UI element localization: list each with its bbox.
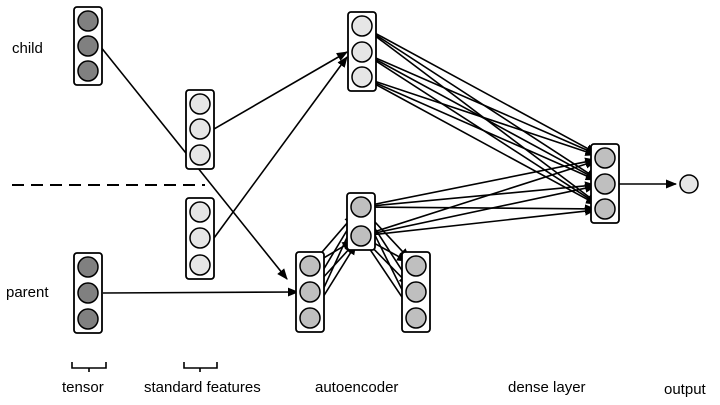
edge-child-to-dense — [370, 30, 598, 154]
tensor-child-node-3 — [77, 60, 99, 82]
standard-features-label: standard features — [144, 379, 261, 396]
edge-child-features-to-ae — [213, 51, 348, 130]
features-parent-node-1 — [189, 201, 211, 223]
ae-child-node-1 — [351, 15, 373, 37]
dense-layer-label: dense layer — [508, 379, 586, 396]
tensor-label: tensor — [62, 379, 104, 396]
output-node — [679, 174, 699, 194]
edge-bottleneck-to-dense — [370, 183, 597, 235]
ae-input-node-3 — [299, 307, 321, 329]
nodes — [77, 10, 699, 330]
features-parent-node-3 — [189, 254, 211, 276]
tensor-parent-node-1 — [77, 256, 99, 278]
ae-child-node-2 — [351, 41, 373, 63]
ae-output-node-3 — [405, 307, 427, 329]
edge-bottleneck-to-dense — [370, 181, 597, 207]
edge-parent-features-to-ae — [213, 56, 348, 239]
features-child-node-1 — [189, 93, 211, 115]
autoencoder-label: autoencoder — [315, 379, 399, 396]
tensor-parent-node-2 — [77, 282, 99, 304]
ae-bottleneck-node-1 — [350, 196, 372, 218]
features-child-node-2 — [189, 118, 211, 140]
ae-bottleneck-node-2 — [350, 225, 372, 247]
edge-bottleneck-to-dense — [370, 157, 597, 206]
edge-child-to-dense — [370, 55, 597, 155]
features-child-node-3 — [189, 144, 211, 166]
ae-output-node-1 — [405, 255, 427, 277]
dense-node-3 — [594, 198, 616, 220]
edge-child-to-dense — [370, 80, 597, 181]
edge-parent-tensor-to-ae — [102, 287, 300, 297]
tensor-brace — [71, 362, 107, 372]
edge-child-to-dense — [370, 81, 598, 205]
child-label: child — [12, 40, 43, 57]
ae-input-node-2 — [299, 281, 321, 303]
features-parent-node-2 — [189, 227, 211, 249]
tensor-child-node-1 — [77, 10, 99, 32]
edge-child-to-dense — [371, 79, 597, 156]
dense-node-1 — [594, 147, 616, 169]
node-groups — [73, 6, 620, 334]
edge-bottleneck-to-dense — [370, 206, 597, 236]
dense-node-2 — [594, 173, 616, 195]
standard-features-brace — [183, 362, 218, 372]
edge-ae-decode — [369, 240, 409, 262]
output-label: output — [664, 381, 706, 398]
ae-output-node-2 — [405, 281, 427, 303]
tensor-child-node-2 — [77, 35, 99, 57]
ae-child-node-3 — [351, 66, 373, 88]
tensor-parent-node-3 — [77, 308, 99, 330]
edge-bottleneck-to-dense — [370, 204, 597, 214]
edge-bottleneck-to-dense — [370, 159, 597, 234]
parent-label: parent — [6, 284, 49, 301]
ae-input-node-1 — [299, 255, 321, 277]
